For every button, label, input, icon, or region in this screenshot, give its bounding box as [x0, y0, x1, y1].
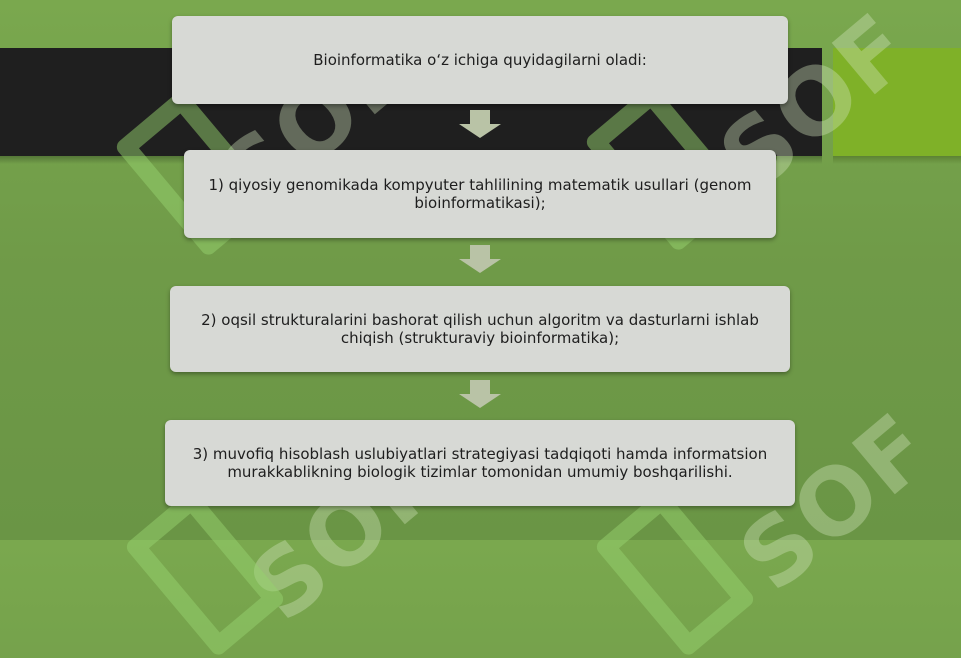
arrow-1-body: [470, 110, 490, 124]
arrow-1-icon: [459, 124, 501, 138]
step-1-text: 1) qiyosiy genomikada kompyuter tahlilin…: [208, 176, 752, 212]
accent-shadow: [833, 156, 961, 164]
arrow-2-icon: [459, 259, 501, 273]
arrow-3-icon: [459, 394, 501, 408]
accent-block: [833, 48, 961, 156]
logo-mark-icon: [123, 488, 287, 658]
title-text: Bioinformatika o‘z ichiga quyidagilarni …: [313, 51, 647, 69]
step-box-2: 2) oqsil strukturalarini bashorat qilish…: [170, 286, 790, 372]
step-box-1: 1) qiyosiy genomikada kompyuter tahlilin…: [184, 150, 776, 238]
step-3-text: 3) muvofiq hisoblash uslubiyatlari strat…: [192, 445, 768, 481]
title-box: Bioinformatika o‘z ichiga quyidagilarni …: [172, 16, 788, 104]
step-2-text: 2) oqsil strukturalarini bashorat qilish…: [201, 311, 759, 347]
arrow-2-body: [470, 245, 490, 259]
step-box-3: 3) muvofiq hisoblash uslubiyatlari strat…: [165, 420, 795, 506]
arrow-3-body: [470, 380, 490, 394]
logo-mark-icon: [593, 488, 757, 658]
